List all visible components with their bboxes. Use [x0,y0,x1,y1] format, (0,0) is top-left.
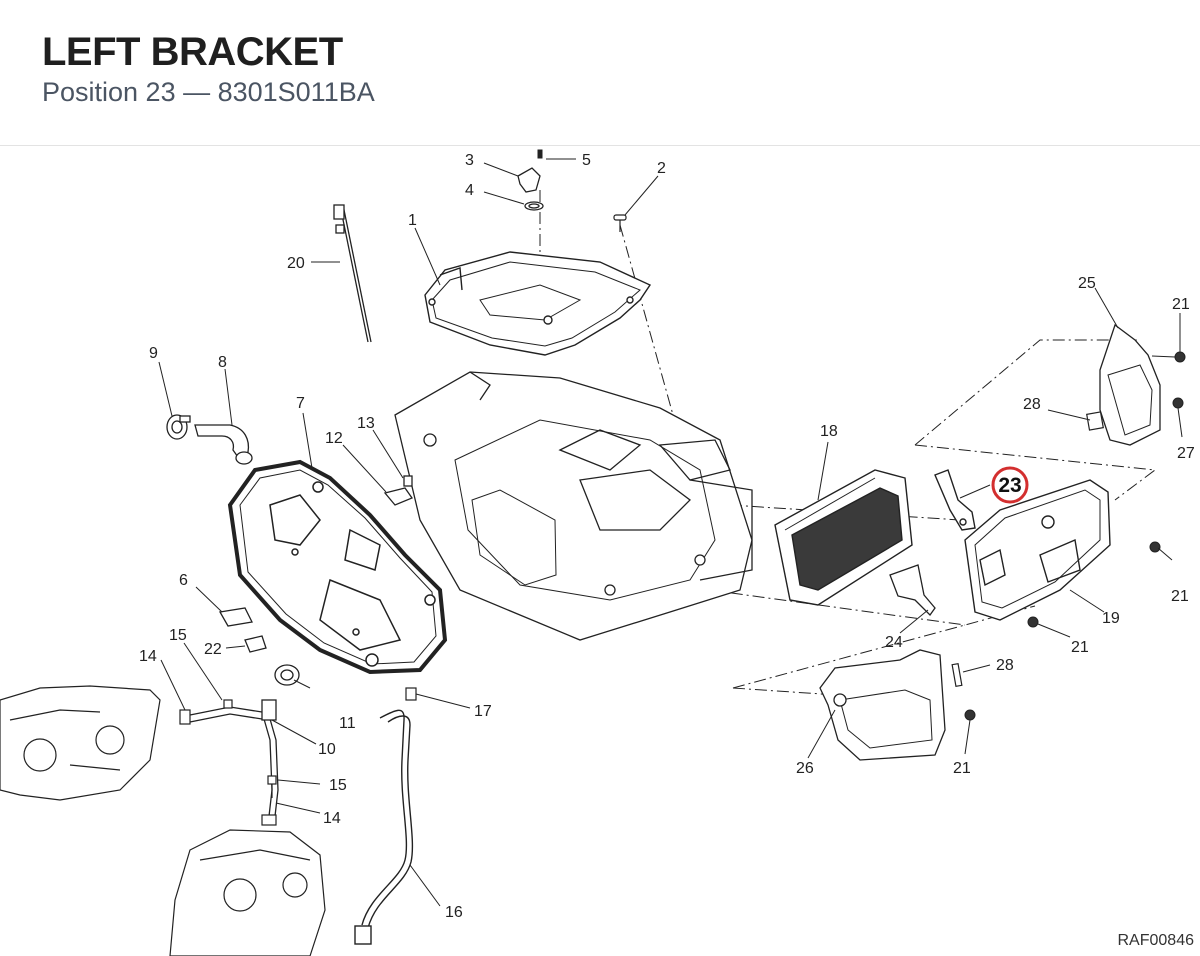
callout-27: 27 [1177,445,1195,462]
part-28-spacer-upper [1086,411,1104,431]
callout-21-d: 21 [953,760,971,777]
part-10-breather-pipe [189,699,279,826]
callout-26: 26 [796,760,814,777]
callout-4: 4 [465,182,474,199]
callout-28-upper: 28 [1023,396,1041,413]
part-6-pad [218,607,253,627]
callout-5: 5 [582,152,591,169]
part-4-o-ring [524,201,544,211]
engine-head-upper [0,685,161,801]
callout-16: 16 [445,904,463,921]
callout-labels: 1 2 3 4 5 6 7 8 9 10 11 12 13 14 14 15 1… [139,152,1195,921]
callout-25: 25 [1078,275,1096,292]
page-title: LEFT BRACKET [42,30,343,74]
leader-lines [158,158,1183,907]
part-22-pad [244,635,267,653]
page-subtitle: Position 23 — 8301S011BA [42,77,375,107]
callout-22: 22 [204,641,222,658]
callout-1: 1 [408,212,417,229]
callout-21-c: 21 [1071,639,1089,656]
part-24-bracket [889,564,936,617]
callout-9: 9 [149,345,158,362]
frame-body [394,371,753,641]
callout-6: 6 [179,572,188,589]
part-25-side-cover [1099,323,1161,446]
part-7-cover-gasket [227,459,448,675]
callout-10: 10 [318,741,336,758]
callout-21-b: 21 [1171,588,1189,605]
part-11-grommet [274,664,300,686]
engine-head-lower [169,829,326,956]
page-header: LEFT BRACKET Position 23 — 8301S011BA [0,0,1200,146]
callout-19: 19 [1102,610,1120,627]
callout-2: 2 [657,160,666,177]
part-26-lower-cover [819,649,946,761]
part-18-air-filter [774,469,913,606]
callout-8: 8 [218,354,227,371]
callout-18: 18 [820,423,838,440]
callout-23-highlight: 23 [991,466,1029,504]
part-14-clamps [179,709,277,826]
part-12-bracket [383,487,413,506]
part-15-screws [223,699,277,798]
drawing-code: RAF00846 [1117,932,1195,949]
part-9-clamp [166,414,191,440]
part-8-hose [194,424,253,465]
part-17-fitting [405,687,417,701]
callout-20: 20 [287,255,305,272]
callout-14-lower: 14 [323,810,341,827]
part-16-hose [354,709,414,945]
part-19-airbox-side [964,479,1111,621]
callout-23: 23 [998,474,1021,497]
part-3-elbow-fitting [517,167,541,193]
part-21-screws [964,351,1186,721]
part-5-pin [537,149,543,159]
part-23-left-bracket [934,469,976,531]
callout-28-lower: 28 [996,657,1014,674]
callout-15-upper: 15 [169,627,187,644]
callout-13: 13 [357,415,375,432]
callout-7: 7 [296,395,305,412]
callout-21-a: 21 [1172,296,1190,313]
part-13-bolt [403,475,413,487]
callout-14-upper: 14 [139,648,157,665]
callout-17: 17 [474,703,492,720]
part-28-spacer-lower [951,662,963,688]
callout-15-lower: 15 [329,777,347,794]
part-20-rod [333,204,372,343]
part-2-screw [613,214,627,232]
part-1-airbox-cover [424,251,652,356]
callout-12: 12 [325,430,343,447]
callout-24: 24 [885,634,903,651]
highlight-ring [991,466,1029,504]
callout-11: 11 [339,715,356,732]
callout-3: 3 [465,152,474,169]
